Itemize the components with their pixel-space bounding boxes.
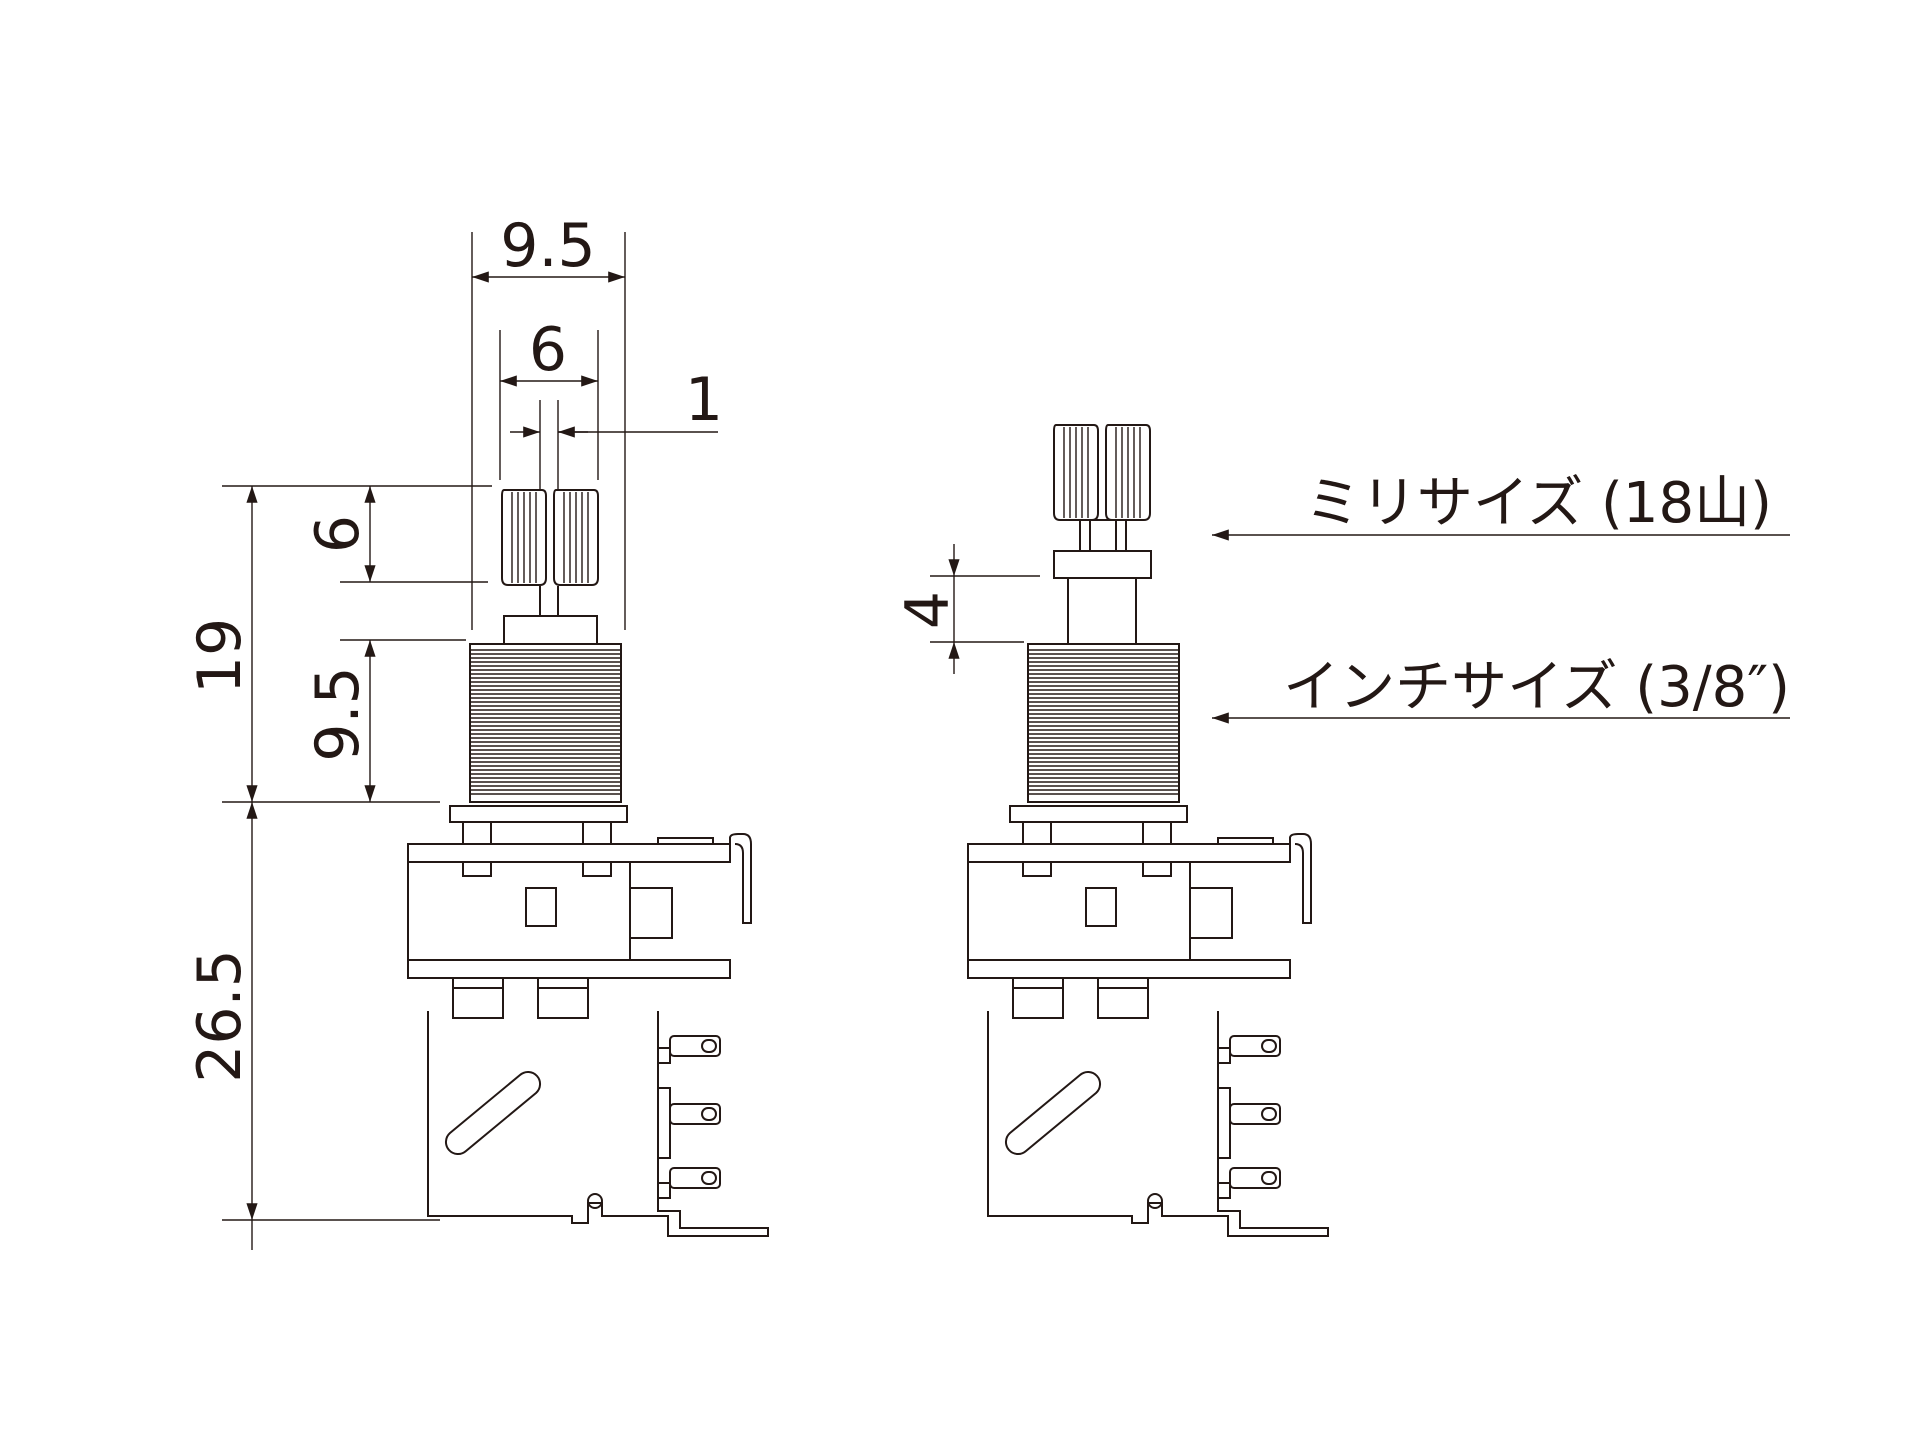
left-potentiometer [407, 489, 769, 1237]
label-metric-size: ミリサイズ (18山) [1305, 471, 1772, 536]
dimension-lines-left [222, 232, 718, 1250]
dim-slot-width: 1 [685, 365, 723, 435]
dimension-lines-right [930, 529, 1790, 724]
right-potentiometer [967, 424, 1329, 1237]
dim-width-total: 9.5 [500, 211, 595, 281]
dim-body-height: 26.5 [185, 949, 255, 1083]
dim-total-height-shaft: 19 [185, 618, 255, 694]
dim-shaft-width: 6 [529, 315, 567, 385]
dim-knurl-height: 6 [303, 515, 373, 553]
dim-collar-height: 4 [893, 591, 963, 629]
label-inch-size: インチサイズ (3/8″) [1283, 655, 1790, 720]
dim-bushing-height: 9.5 [303, 666, 373, 761]
